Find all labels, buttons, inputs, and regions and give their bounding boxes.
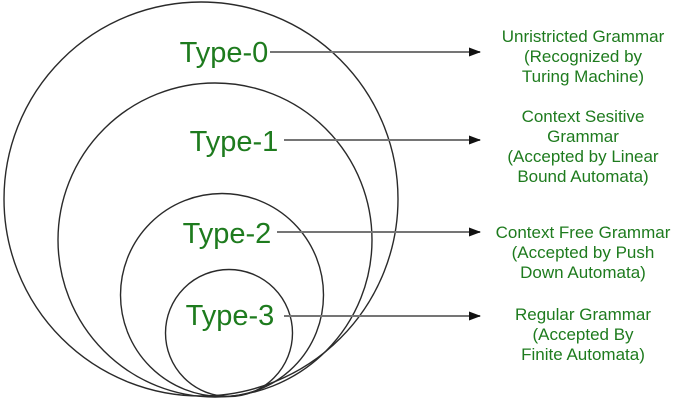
description-line: (Accepted by Linear bbox=[507, 147, 659, 166]
description-line: Down Automata) bbox=[520, 263, 646, 282]
description-line: Finite Automata) bbox=[521, 345, 645, 364]
description-line: Turing Machine) bbox=[521, 67, 645, 86]
type-0-label: Type-0 bbox=[180, 37, 269, 69]
description-line: Context Sesitive bbox=[521, 107, 645, 126]
type-1-label: Type-1 bbox=[190, 126, 279, 158]
type-2-description: Context Free Grammar (Accepted by Push D… bbox=[470, 223, 696, 283]
type-2-label: Type-2 bbox=[183, 218, 272, 250]
type-0-description: Unristricted Grammar (Recognized by Turi… bbox=[470, 27, 696, 87]
description-line: (Accepted By bbox=[532, 325, 634, 344]
type-3-circle bbox=[164, 268, 294, 398]
description-line: Context Free Grammar bbox=[495, 223, 671, 242]
type-1-description: Context Sesitive Grammar (Accepted by Li… bbox=[470, 107, 696, 187]
description-line: (Accepted by Push bbox=[511, 243, 655, 262]
description-line: Regular Grammar bbox=[514, 305, 652, 324]
type-3-description: Regular Grammar (Accepted By Finite Auto… bbox=[470, 305, 696, 365]
description-line: Unristricted Grammar bbox=[501, 27, 665, 46]
description-line: Grammar bbox=[547, 127, 619, 146]
description-line: (Recognized by bbox=[523, 47, 643, 66]
description-line: Bound Automata) bbox=[517, 167, 649, 186]
type-3-label: Type-3 bbox=[186, 300, 275, 332]
type-1-circle bbox=[57, 82, 373, 398]
